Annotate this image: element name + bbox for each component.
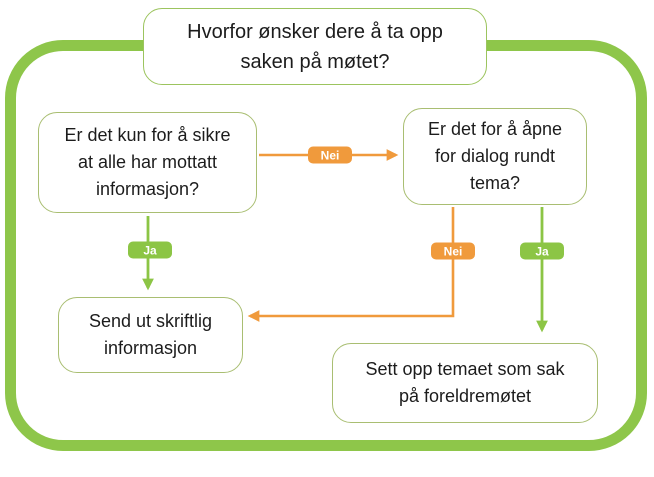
- title-box: Hvorfor ønsker dere å ta opp saken på mø…: [143, 8, 487, 85]
- action-box-add-agenda-item: Sett opp temaet som sak på foreldremøtet: [332, 343, 598, 423]
- title-text: Hvorfor ønsker dere å ta opp saken på mø…: [187, 20, 443, 73]
- action-box-send-written-info-text: Send ut skriftlig informasjon: [88, 311, 213, 358]
- question-box-open-dialog: Er det for å åpne for dialog rundt tema?: [403, 108, 587, 205]
- action-box-send-written-info: Send ut skriftlig informasjon: [58, 297, 243, 373]
- question-box-open-dialog-text: Er det for å åpne for dialog rundt tema?: [427, 119, 563, 193]
- edge-label-ja-left: Ja: [128, 241, 172, 259]
- action-box-add-agenda-item-text: Sett opp temaet som sak på foreldremøtet: [365, 359, 565, 406]
- question-box-information-only: Er det kun for å sikre at alle har motta…: [38, 112, 257, 213]
- edge-label-nei-right: Nei: [431, 242, 475, 260]
- edge-label-nei-horizontal: Nei: [308, 146, 352, 164]
- edge-label-ja-right: Ja: [520, 242, 564, 260]
- question-box-information-only-text: Er det kun for å sikre at alle har motta…: [64, 125, 231, 199]
